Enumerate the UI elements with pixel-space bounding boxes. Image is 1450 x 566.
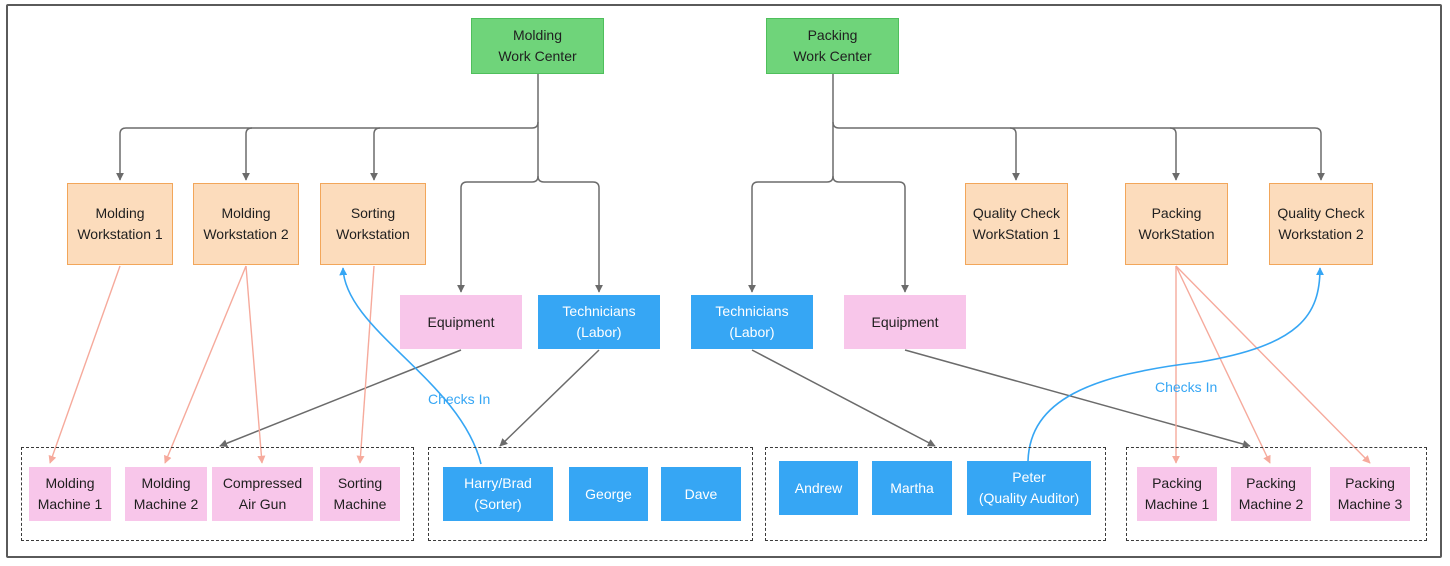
equipment-right[interactable]: Equipment: [844, 295, 966, 349]
edge-to-sorting-ws: [370, 127, 381, 181]
quality-check-workstation-1[interactable]: Quality Check WorkStation 1: [965, 183, 1068, 265]
diagram-frame: [6, 4, 1442, 558]
edge-to-technicians-left: [537, 175, 603, 293]
molding-machines-group: [21, 447, 414, 541]
edge-to-equipment-left: [457, 175, 539, 293]
edge-to-qc-ws1: [1009, 127, 1020, 181]
molding-workstation-2[interactable]: Molding Workstation 2: [193, 183, 299, 265]
george[interactable]: George: [569, 467, 648, 521]
technicians-left[interactable]: Technicians (Labor): [538, 295, 660, 349]
edge-ws2-to-air-gun: [245, 265, 266, 464]
packing-machines-group: [1126, 447, 1427, 541]
molding-machine-2[interactable]: Molding Machine 2: [125, 467, 207, 521]
checks-in-connectors: [339, 267, 1324, 465]
molding-technicians-group: [428, 447, 753, 541]
compressed-air-gun[interactable]: Compressed Air Gun: [212, 467, 313, 521]
edge-packing-bus: [832, 121, 1325, 181]
dave[interactable]: Dave: [661, 467, 741, 521]
edge-sorting-ws-to-sorting-m: [356, 265, 375, 464]
molding-work-center[interactable]: Molding Work Center: [471, 18, 604, 74]
technicians-right[interactable]: Technicians (Labor): [691, 295, 813, 349]
edge-equipment-left-to-group: [219, 349, 462, 448]
edge-technicians-left-to-group: [499, 349, 600, 447]
checks-in-label-left: Checks In: [428, 391, 491, 407]
equipment-left[interactable]: Equipment: [400, 295, 522, 349]
packing-technicians-group: [765, 447, 1106, 541]
packing-tree-connectors: [748, 74, 1325, 448]
edge-molding-bus: [116, 121, 539, 181]
edge-to-molding-ws2: [242, 127, 253, 181]
packing-work-center[interactable]: Packing Work Center: [766, 18, 899, 74]
edge-technicians-right-to-group: [751, 349, 936, 447]
edge-to-technicians-right: [748, 175, 834, 293]
harry-brad-sorter[interactable]: Harry/Brad (Sorter): [443, 467, 553, 521]
sorting-workstation[interactable]: Sorting Workstation: [320, 183, 426, 265]
molding-tree-connectors: [116, 74, 603, 448]
edge-to-equipment-right: [832, 175, 909, 293]
packing-machine-3[interactable]: Packing Machine 3: [1330, 467, 1410, 521]
sorting-machine[interactable]: Sorting Machine: [320, 467, 400, 521]
edge-harry-checks-in: [339, 267, 482, 465]
workstation-machine-connectors: [48, 265, 1371, 464]
checks-in-label-right: Checks In: [1155, 379, 1218, 395]
edge-ws2-to-molding-m2: [164, 265, 247, 464]
molding-workstation-1[interactable]: Molding Workstation 1: [67, 183, 173, 265]
edge-equipment-right-to-group: [904, 349, 1251, 448]
edge-packing-ws-to-m3: [1175, 265, 1371, 464]
packing-workstation[interactable]: Packing WorkStation: [1125, 183, 1228, 265]
martha[interactable]: Martha: [872, 461, 952, 515]
edge-to-packing-ws: [1169, 127, 1180, 181]
edge-ws1-to-molding-m1: [48, 265, 121, 464]
edge-peter-checks-in: [1027, 267, 1324, 462]
packing-machine-2[interactable]: Packing Machine 2: [1231, 467, 1311, 521]
quality-check-workstation-2[interactable]: Quality Check Workstation 2: [1269, 183, 1373, 265]
andrew[interactable]: Andrew: [779, 461, 858, 515]
edge-packing-ws-to-m2: [1175, 265, 1271, 464]
packing-machine-1[interactable]: Packing Machine 1: [1137, 467, 1217, 521]
molding-machine-1[interactable]: Molding Machine 1: [29, 467, 111, 521]
peter-quality-auditor[interactable]: Peter (Quality Auditor): [967, 461, 1091, 515]
